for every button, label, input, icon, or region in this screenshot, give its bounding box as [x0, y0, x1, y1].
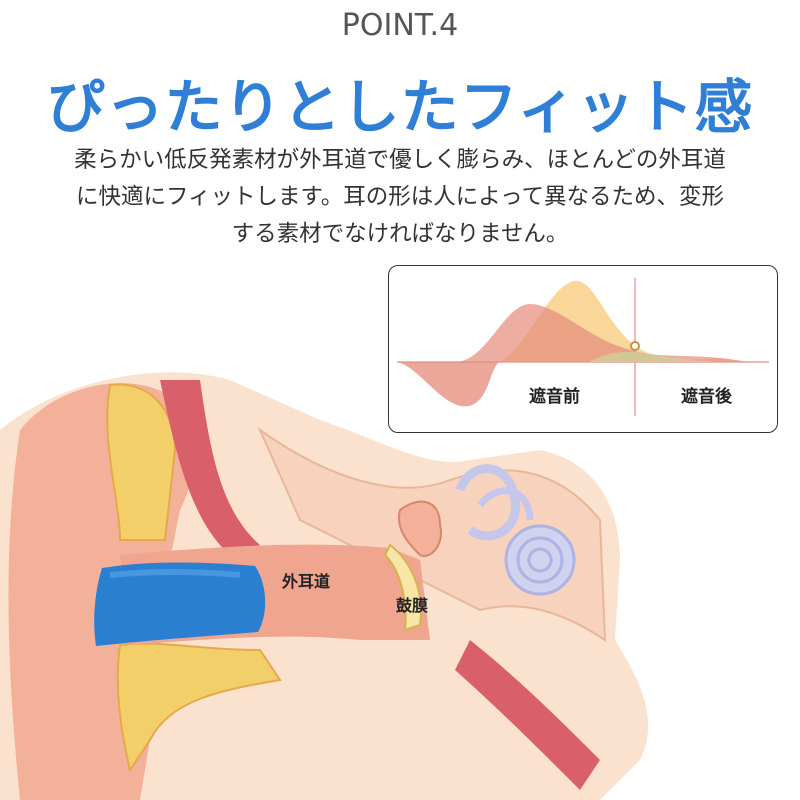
body-line-1: 柔らかい低反発素材が外耳道で優しく膨らみ、ほとんどの外耳道: [74, 147, 726, 173]
wave-red-top: [459, 304, 749, 362]
before-label: 遮音前: [529, 387, 580, 407]
eardrum-label: 鼓膜: [396, 596, 429, 615]
wave-red-bottom: [397, 362, 499, 407]
wave-green: [589, 351, 719, 362]
ear-canal-label: 外耳道: [282, 572, 331, 591]
graph-marker: [630, 341, 640, 351]
muscle-lower: [455, 640, 600, 790]
eardrum: [383, 543, 422, 632]
after-label: 遮音後: [681, 387, 732, 407]
sound-comparison-graph: 遮音前 遮音後: [388, 265, 778, 433]
ossicles: [398, 500, 442, 557]
muscle-upper: [160, 380, 260, 555]
headline: ぴったりとしたフィット感: [46, 73, 754, 141]
cochlea: [504, 524, 576, 596]
cartilage-upper: [106, 383, 177, 541]
cartilage-lower: [116, 642, 282, 773]
body-line-2: に快適にフィットします。耳の形は人によって異なるため、変形: [75, 184, 724, 210]
point-label: POINT.4: [341, 8, 459, 43]
body-text: 柔らかい低反発素材が外耳道で優しく膨らみ、ほとんどの外耳道 に快適にフィットしま…: [40, 142, 760, 253]
body-line-3: する素材でなければなりません。: [231, 221, 569, 247]
blue-earplug: [94, 562, 266, 646]
semicircular-canals: [455, 464, 520, 541]
ear-cross-section-illustration: [0, 372, 649, 800]
sound-wave-graphic: [397, 278, 769, 416]
